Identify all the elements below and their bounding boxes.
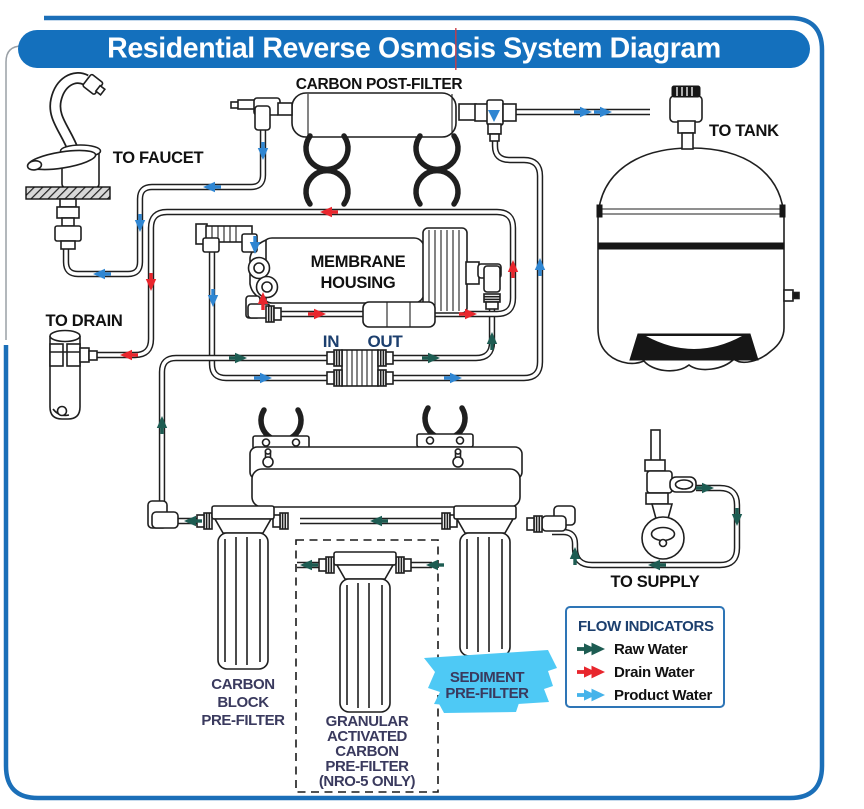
raw-flow-arrow	[300, 559, 318, 571]
product-flow-arrow	[93, 268, 111, 280]
raw-flow-arrow	[426, 559, 444, 571]
page-title: Residential Reverse Osmosis System Diagr…	[107, 33, 721, 65]
raw-flow-arrow	[696, 482, 714, 494]
flow-indicators-legend: FLOW INDICATORS Raw Water Drain Water Pr…	[565, 606, 725, 708]
faucet-handle	[26, 149, 97, 171]
label-carbon-post-filter: CARBON POST-FILTER	[296, 76, 463, 93]
filter-clamp	[253, 410, 309, 449]
legend-product-water: Product Water	[614, 687, 713, 704]
wall-bracket	[249, 446, 523, 508]
label-sediment-1: SEDIMENT	[450, 669, 525, 686]
raw-flow-arrow	[156, 416, 168, 434]
post-filter-left-elbow	[230, 97, 293, 131]
label-carbon-block-3: PRE-FILTER	[201, 712, 285, 729]
carbon-block-pre-filter	[147, 500, 289, 670]
legend-title: FLOW INDICATORS	[578, 618, 714, 635]
drain-saddle-clamp	[49, 343, 98, 367]
drain-flow-arrow	[120, 349, 138, 361]
tank-ball-valve	[669, 85, 703, 150]
product-flow-arrow	[203, 181, 221, 193]
product-tee-fitting	[458, 99, 517, 142]
label-valve-in: IN	[323, 332, 339, 351]
title-banner: Residential Reverse Osmosis System Diagr…	[18, 28, 810, 70]
raw-flow-arrow	[229, 352, 247, 364]
label-membrane-1: MEMBRANE	[311, 253, 406, 271]
label-to-drain: TO DRAIN	[45, 312, 122, 330]
product-flow-arrow	[574, 106, 592, 118]
label-carbon-block-1: CARBON	[211, 676, 274, 693]
product-flow-arrow	[594, 106, 612, 118]
sediment-pre-filter	[441, 505, 576, 657]
drain-flow-arrow	[507, 260, 519, 278]
legend-raw-water: Raw Water	[614, 641, 688, 658]
label-granular-2: ACTIVATED	[327, 728, 408, 745]
sediment-label-highlight	[424, 650, 557, 707]
tank-side-nipple	[783, 289, 800, 302]
page-border	[3, 15, 825, 801]
mounting-clip	[306, 136, 348, 204]
raw-flow-arrow	[648, 559, 666, 571]
product-flow-arrow	[257, 142, 269, 160]
label-granular-1: GRANULAR	[326, 713, 409, 730]
scan-artifact-line	[455, 28, 457, 70]
drain-pipe	[49, 329, 98, 420]
raw-flow-arrow	[370, 515, 388, 527]
raw-flow-arrow	[731, 508, 743, 526]
drain-flow-arrow	[320, 206, 338, 218]
label-granular-4: PRE-FILTER	[325, 758, 409, 775]
label-membrane-2: HOUSING	[321, 274, 396, 292]
label-to-faucet: TO FAUCET	[113, 149, 204, 167]
granular-pre-filter	[295, 539, 439, 793]
faucet-spout-tip	[82, 73, 106, 96]
legend-drain-water: Drain Water	[614, 664, 695, 681]
label-to-tank: TO TANK	[709, 122, 779, 140]
flow-restrictor	[265, 301, 436, 328]
counter-top	[25, 186, 111, 200]
product-flow-arrow	[444, 372, 462, 384]
membrane-inlet-elbow	[477, 263, 502, 293]
mounting-clip	[416, 136, 458, 204]
keyhole-slot	[452, 448, 464, 468]
label-granular-3: CARBON	[335, 743, 398, 760]
product-flow-arrow	[534, 258, 546, 276]
diagram-labels: CARBON POST-FILTER TO FAUCET TO TANK TO …	[45, 76, 779, 790]
raw-flow-arrow	[422, 352, 440, 364]
membrane-inlet-fitting	[483, 293, 501, 310]
drain-flow-arrow	[145, 273, 157, 291]
keyhole-slot	[262, 448, 274, 468]
auto-shutoff-valve	[326, 349, 394, 387]
supply-saddle-valve	[641, 429, 697, 560]
product-flow-arrow	[254, 372, 272, 384]
storage-tank	[596, 85, 800, 372]
sediment-highlight-tail	[438, 700, 520, 713]
label-to-supply: TO SUPPLY	[610, 573, 699, 591]
label-carbon-block-2: BLOCK	[217, 694, 269, 711]
faucet	[25, 72, 111, 250]
faucet-shank	[54, 198, 82, 250]
sediment-inlet-elbow	[541, 505, 576, 532]
label-valve-out: OUT	[368, 332, 404, 351]
label-granular-5: (NRO-5 ONLY)	[319, 773, 416, 790]
label-sediment-2: PRE-FILTER	[445, 685, 529, 702]
filter-clamp	[417, 408, 473, 447]
carbon-post-filter	[230, 92, 517, 142]
tee-flow-arrow	[488, 110, 500, 122]
membrane-housing	[195, 223, 502, 319]
product-flow-arrow	[134, 214, 146, 232]
membrane-check-valve	[195, 223, 258, 253]
drain-flow-arrow	[308, 308, 326, 320]
carbon-block-inlet-elbow	[147, 500, 179, 529]
